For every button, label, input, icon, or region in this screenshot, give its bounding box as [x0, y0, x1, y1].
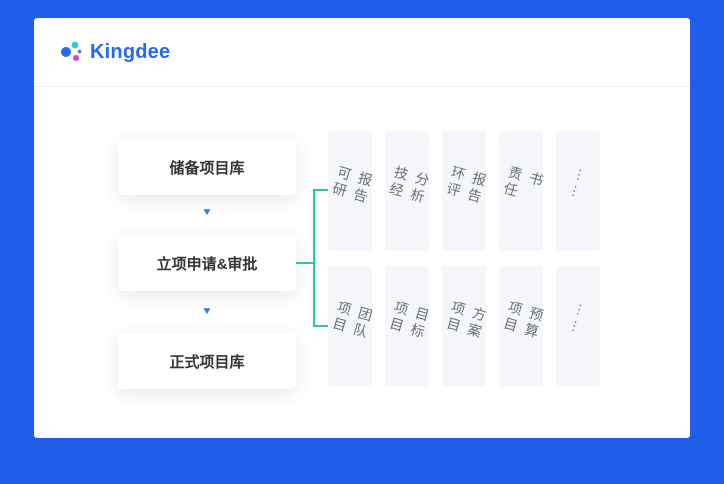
attachment-card-responsibility-letter: 责任书 — [499, 131, 546, 251]
content-panel: Kingdee 储备项目库 ▼ 立项申请&审批 ▼ 正式项目库 可研报告 技经分… — [34, 18, 690, 438]
connector-line-bottom — [313, 325, 329, 327]
connector-line-middle — [296, 262, 314, 264]
attachment-card-label: 可研报告 — [329, 163, 376, 208]
flow-step-label: 立项申请&审批 — [156, 255, 258, 273]
attachment-card-label: 环评报告 — [443, 163, 490, 208]
attachment-card-more: …… — [556, 266, 600, 386]
attachment-card-tech-economic-analysis: 技经分析 — [385, 131, 432, 251]
header-divider — [34, 86, 690, 87]
kingdee-logo[interactable]: Kingdee — [58, 38, 170, 66]
attachment-card-label: 项目目标 — [386, 298, 433, 343]
arrow-down-icon: ▼ — [201, 207, 213, 218]
arrow-down-icon: ▼ — [201, 306, 213, 317]
flow-step-reserve-library: 储备项目库 — [118, 139, 296, 195]
attachment-card-project-budget: 项目预算 — [499, 266, 546, 386]
attachment-card-label: 责任书 — [500, 163, 547, 202]
flow-step-label: 正式项目库 — [169, 353, 245, 371]
flow-step-application-approval: 立项申请&审批 — [118, 235, 296, 291]
attachment-card-feasibility-report: 可研报告 — [328, 131, 375, 251]
attachment-card-environmental-report: 环评报告 — [442, 131, 489, 251]
ellipsis-icon: …… — [568, 301, 593, 340]
ellipsis-icon: …… — [568, 166, 593, 205]
attachment-row-project-items: 项目团队 项目目标 项目方案 项目预算 …… — [328, 266, 600, 386]
connector-line-top — [313, 189, 329, 191]
attachment-card-more: …… — [556, 131, 600, 251]
attachment-card-label: 项目预算 — [500, 298, 547, 343]
attachment-card-label: 项目团队 — [329, 298, 376, 343]
connector-line-vertical — [313, 189, 315, 327]
attachment-card-project-goal: 项目目标 — [385, 266, 432, 386]
kingdee-logo-icon — [61, 41, 82, 61]
brand-name: Kingdee — [90, 40, 171, 63]
flow-step-formal-library: 正式项目库 — [118, 333, 296, 389]
attachment-card-project-plan: 项目方案 — [442, 266, 489, 386]
attachment-card-label: 技经分析 — [386, 163, 433, 208]
attachment-card-project-team: 项目团队 — [328, 266, 375, 386]
attachment-row-documents: 可研报告 技经分析 环评报告 责任书 …… — [328, 131, 600, 251]
attachment-card-label: 项目方案 — [443, 298, 490, 343]
flow-step-label: 储备项目库 — [169, 159, 245, 177]
